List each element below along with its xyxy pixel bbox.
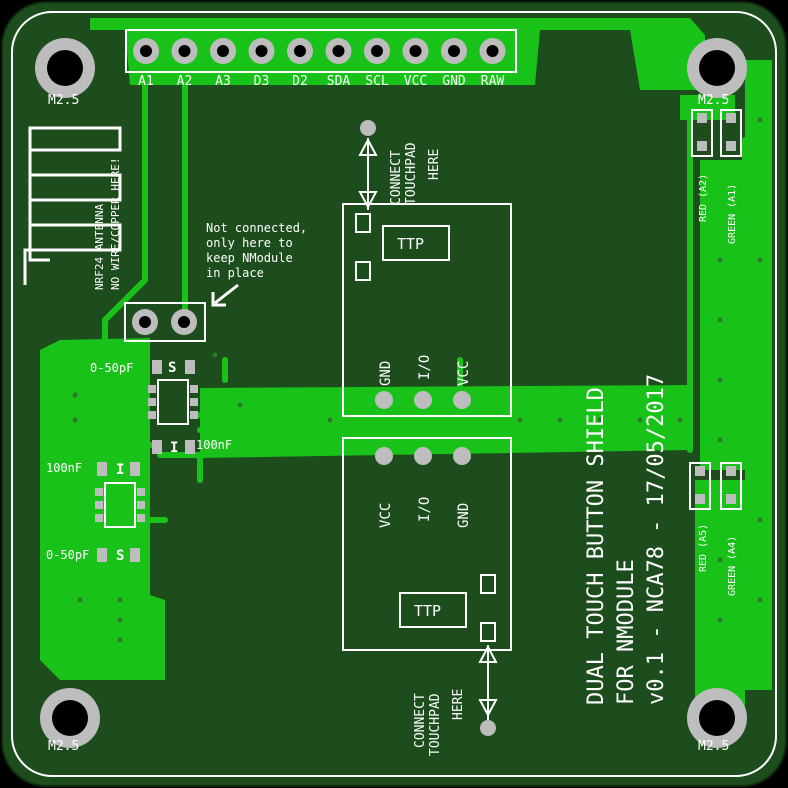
pin-header: A1 A2 A3 D3 D2 SDA SCL VCC GND RAW [125,29,517,89]
bottom-connect-2: TOUCHPAD [428,693,443,756]
via [717,437,723,443]
header-label-a2: A2 [177,74,193,89]
via [637,417,643,423]
antenna-silkscreen [23,126,122,285]
s2-label: S [116,548,124,564]
header-pad-hole [255,45,268,57]
header-pad-hole [486,45,499,57]
header-pad-hole [178,45,191,57]
via [717,617,723,623]
note-block: Not connected, only here to keep NModule… [206,221,307,280]
header-label-a3: A3 [215,74,231,89]
via [117,617,123,623]
svg-text:only here to: only here to [206,236,293,250]
s1-label: S [168,360,176,376]
cap-left-label: 100nF [46,461,82,475]
via [557,417,563,423]
header-label-scl: SCL [365,74,389,89]
svg-text:M2.5: M2.5 [48,93,79,108]
header-label-vcc: VCC [404,74,427,89]
title-line-2: FOR NMODULE [614,559,639,705]
via [77,597,83,603]
cap-mid-right-label: 100nF [196,438,232,452]
svg-text:keep NModule: keep NModule [206,251,293,265]
via [117,637,123,643]
mount-hole-tr: M2.5 [687,38,747,108]
top-touch-module: TTP [342,120,512,417]
led-red-top: RED (A2) [698,174,709,222]
top-pin-2: I/O [417,355,433,380]
i1-label: I [170,440,178,456]
via [757,117,763,123]
mount-hole-br: M2.5 [687,688,747,754]
led-red-bottom: RED (A5) [698,524,709,572]
header-pad-hole [409,45,422,57]
svg-text:M2.5: M2.5 [48,739,79,754]
header-pad-hole [371,45,383,57]
nmodule-connector [124,302,206,342]
via [72,392,78,398]
via [717,257,723,263]
via [757,257,763,263]
header-label-sda: SDA [327,74,351,89]
top-pin-1: GND [378,361,394,386]
header-label-a1: A1 [138,74,154,89]
svg-text:TTP: TTP [414,602,441,620]
header-pad-hole [140,45,152,57]
top-connect-1: CONNECT [389,150,404,205]
via [117,597,123,603]
bottom-touch-module: TTP [342,437,512,736]
mount-hole-bl: M2.5 [40,688,100,754]
mount-hole-tl: M2.5 [35,38,95,108]
via [757,597,763,603]
bottom-pin-2: I/O [417,497,433,522]
header-pad-hole [332,45,345,57]
leds [689,109,742,510]
via [597,417,603,423]
bottom-connect-1: CONNECT [413,693,428,748]
via [517,417,523,423]
title-line-1: DUAL TOUCH BUTTON SHIELD [584,387,609,705]
cap-bottom-label: 0-50pF [46,548,89,562]
via [677,417,683,423]
via [327,417,333,423]
via [72,417,78,423]
i2-label: I [116,462,124,478]
header-label-d2: D2 [292,74,308,89]
header-label-d3: D3 [254,74,270,89]
via [717,317,723,323]
antenna-label-1: NRF24 ANTENNA [93,204,106,290]
svg-text:in place: in place [206,266,264,280]
header-label-raw: RAW [481,74,505,89]
header-pad-hole [448,45,460,57]
antenna-label-2: NO WIRE/COPPER HERE! [109,158,122,290]
bottom-connect-3: HERE [451,689,466,720]
via [717,377,723,383]
top-pin-3: VCC [456,361,472,386]
led-green-top: GREEN (A1) [727,184,738,244]
top-connect-3: HERE [427,149,442,180]
cap-top-label: 0-50pF [90,361,133,375]
led-green-bottom: GREEN (A4) [727,536,738,596]
svg-text:TTP: TTP [397,235,424,253]
arrow-icon [211,283,239,307]
svg-text:M2.5: M2.5 [698,739,729,754]
title-line-3: v0.1 - NCA78 - 17/05/2017 [644,374,669,705]
svg-text:M2.5: M2.5 [698,93,729,108]
bottom-pin-3: GND [456,503,472,528]
header-label-gnd: GND [442,74,466,89]
via [757,517,763,523]
board-outline [11,11,777,777]
smd-components [95,360,198,562]
header-pad-hole [294,45,306,57]
svg-text:Not connected,: Not connected, [206,221,307,235]
bottom-pin-1: VCC [378,503,394,528]
via [212,352,218,358]
header-pad-hole [217,45,229,57]
top-connect-2: TOUCHPAD [404,142,419,205]
vias [72,117,763,643]
via [717,557,723,563]
via [237,402,243,408]
